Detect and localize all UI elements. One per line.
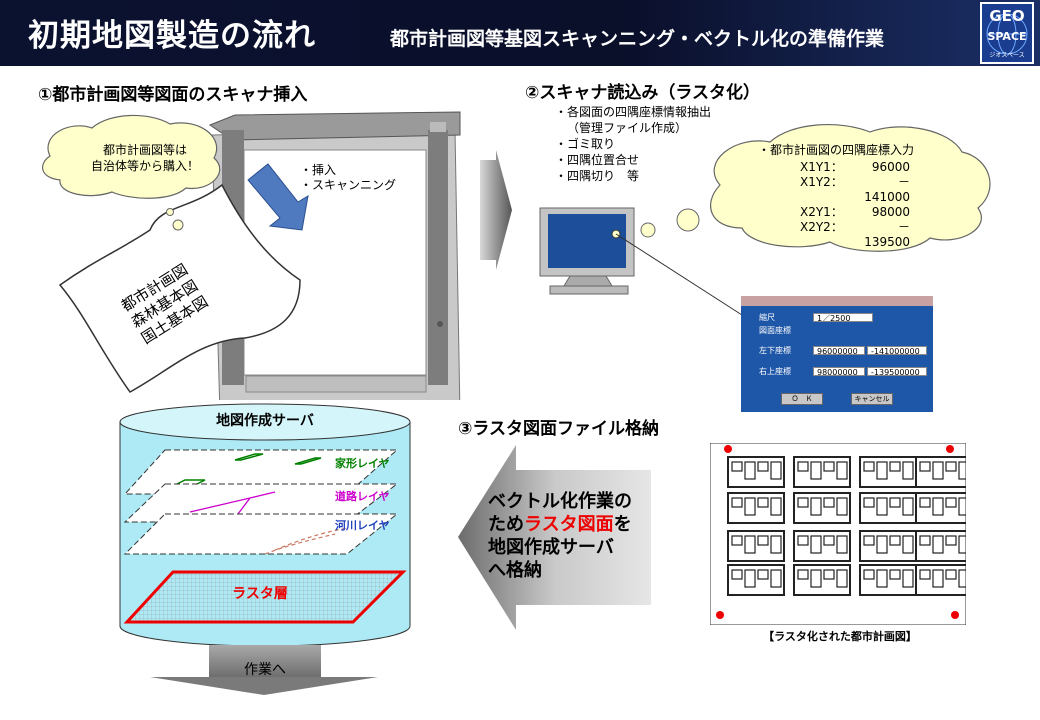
map-sheet — [58, 183, 301, 393]
layer-label-road: 道路レイヤ — [335, 490, 390, 503]
corner-marker — [716, 611, 724, 619]
arrow-text-line3: 地図作成サーバ — [488, 537, 614, 558]
lower-left-label: 左下座標 — [759, 346, 791, 355]
raster-layer-label: ラスタ層 — [232, 586, 288, 602]
ok-button[interactable]: Ｏ Ｋ — [781, 393, 823, 405]
next-work-arrow — [150, 645, 378, 695]
coord-value: 98000 — [871, 205, 910, 219]
next-step-arrow — [480, 150, 512, 270]
step1-heading: ①都市計画図等図面のスキャナ挿入 — [38, 85, 308, 105]
cancel-button[interactable]: キャンセル — [851, 393, 893, 405]
corner-marker — [951, 611, 959, 619]
store-arrow-text: ベクトル化作業の ためラスタ図面を 地図作成サーバ へ格納 — [488, 490, 658, 582]
map-caption: 【ラスタ化された都市計画図】 — [763, 630, 917, 643]
cloud-note-line2: 自治体等から購入！ — [90, 159, 199, 173]
arrow-text-highlight: ラスタ図面 — [524, 514, 614, 535]
arrow-text-post: を — [613, 514, 632, 535]
arrow-text-line4: へ格納 — [488, 560, 542, 581]
lower-left-x-input[interactable]: 96000000 — [813, 346, 865, 355]
coord-value: －139500 — [864, 220, 910, 249]
step2-heading: ②スキャナ読込み（ラスタ化） — [525, 83, 761, 103]
arrow-text-pre: ため — [488, 514, 524, 535]
task-item: （管理ファイル作成） — [567, 121, 688, 135]
coords-cloud — [710, 124, 991, 252]
upper-right-y-input[interactable]: -139500000 — [867, 367, 927, 376]
task-item: ・ゴミ取り — [555, 137, 616, 151]
arrow-text-line2: ためラスタ図面を — [488, 513, 658, 536]
server-title: 地図作成サーバ — [216, 413, 314, 429]
scanner-illustration — [42, 111, 461, 400]
coord-label: X2Y1： — [800, 205, 843, 219]
corner-marker — [724, 445, 732, 453]
scale-label: 縮尺 — [759, 313, 775, 322]
scanner-note-scanning: ・スキャンニング — [300, 178, 397, 192]
geospace-logo: GEO SPACE ジオスペース — [980, 2, 1034, 64]
raster-city-map — [710, 443, 966, 625]
store-arrow — [458, 445, 651, 630]
task-item: ・各図面の四隅座標情報抽出 — [555, 105, 712, 119]
next-work-label: 作業へ — [244, 662, 286, 678]
upper-right-label: 右上座標 — [759, 367, 791, 376]
arrow-text-line1: ベクトル化作業の — [488, 491, 632, 512]
scale-input[interactable]: 1／2500 — [813, 313, 873, 322]
svg-text:SPACE: SPACE — [987, 30, 1026, 43]
coord-section-label: 図面座標 — [759, 326, 791, 335]
layer-label-river: 河川レイヤ — [335, 519, 390, 532]
step2-task-list: ・各図面の四隅座標情報抽出 （管理ファイル作成） ・ゴミ取り ・四隅位置合せ ・… — [555, 104, 711, 184]
svg-text:GEO: GEO — [989, 7, 1024, 25]
map-server-cylinder — [119, 403, 411, 647]
page-title: 初期地図製造の流れ — [28, 18, 316, 54]
coordinate-input-window: 縮尺 1／2500 図面座標 左下座標 96000000 -141000000 … — [741, 296, 933, 412]
scanner-note-insert: ・挿入 — [300, 163, 337, 177]
purchase-cloud — [42, 114, 221, 199]
task-item: ・四隅位置合せ — [555, 153, 640, 167]
coord-value: 96000 — [871, 160, 910, 174]
step3-heading: ③ラスタ図面ファイル格納 — [458, 419, 660, 439]
upper-right-x-input[interactable]: 98000000 — [813, 367, 865, 376]
insert-arrow — [247, 163, 309, 231]
page-subtitle: 都市計画図等基図スキャンニング・ベクトル化の準備作業 — [390, 28, 885, 50]
coord-label: X1Y2： — [800, 175, 843, 189]
coords-cloud-title: ・都市計画図の四隅座標入力 — [758, 143, 915, 157]
svg-text:ジオスペース: ジオスペース — [989, 52, 1024, 59]
layer-label-house: 家形レイヤ — [335, 457, 390, 470]
coord-value: －141000 — [864, 175, 910, 204]
coord-label: X1Y1： — [800, 160, 843, 174]
task-item: ・四隅切り 等 — [555, 169, 640, 183]
coords-list: X1Y1： 96000 X1Y2： －141000 X2Y1： 98000 X2Y2：… — [800, 160, 910, 250]
cloud-note-line1: 都市計画図等は — [102, 143, 187, 157]
lower-left-y-input[interactable]: -141000000 — [867, 346, 927, 355]
header-bar — [0, 0, 1040, 66]
monitor-illustration — [539, 124, 991, 316]
corner-marker — [946, 445, 954, 453]
coord-label: X2Y2： — [800, 220, 843, 234]
